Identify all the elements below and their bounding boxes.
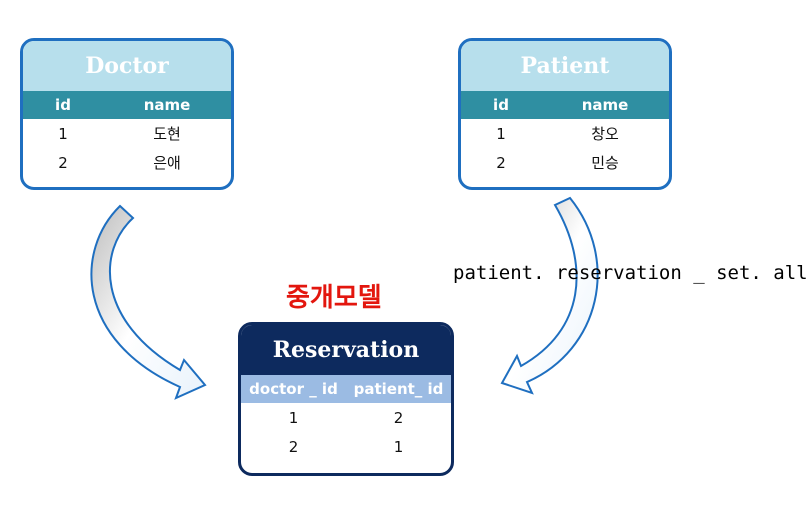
table-row: 1 창오 (461, 119, 669, 148)
query-code-label: patient. reservation _ set. all() (453, 262, 809, 284)
patient-table: Patient id name 1 창오 2 민승 (458, 38, 672, 190)
cell-name: 창오 (591, 125, 619, 143)
column-header-patient-id: patient_ id (353, 380, 444, 398)
column-header-id: id (493, 96, 509, 114)
intermediate-model-label: 중개모델 (286, 283, 382, 313)
curved-arrow-icon-patient-to-reservation (500, 196, 599, 395)
doctor-table-header: id name (23, 91, 231, 119)
column-header-name: name (143, 96, 191, 114)
doctor-table: Doctor id name 1 도현 2 은애 (20, 38, 234, 190)
reservation-table-title: Reservation (241, 325, 451, 375)
table-row: 1 도현 (23, 119, 231, 148)
cell-doctor-id: 1 (288, 408, 299, 427)
table-row: 2 1 (241, 432, 451, 461)
cell-name: 은애 (153, 154, 181, 172)
patient-table-header: id name (461, 91, 669, 119)
cell-patient-id: 1 (393, 437, 404, 456)
cell-name: 민승 (591, 154, 619, 172)
cell-name: 도현 (153, 125, 181, 143)
table-row: 2 민승 (461, 148, 669, 177)
curved-arrow-icon-doctor-to-reservation (90, 204, 207, 400)
cell-doctor-id: 2 (288, 437, 299, 456)
doctor-table-title: Doctor (23, 41, 231, 91)
table-row: 2 은애 (23, 148, 231, 177)
reservation-table: Reservation doctor _ id patient_ id 1 2 … (238, 322, 454, 476)
column-header-doctor-id: doctor _ id (249, 380, 338, 398)
cell-id: 1 (496, 124, 506, 143)
table-row: 1 2 (241, 403, 451, 432)
reservation-table-header: doctor _ id patient_ id (241, 375, 451, 403)
cell-id: 1 (58, 124, 68, 143)
cell-id: 2 (58, 153, 68, 172)
column-header-id: id (55, 96, 71, 114)
cell-id: 2 (496, 153, 506, 172)
patient-table-title: Patient (461, 41, 669, 91)
column-header-name: name (581, 96, 629, 114)
cell-patient-id: 2 (393, 408, 404, 427)
